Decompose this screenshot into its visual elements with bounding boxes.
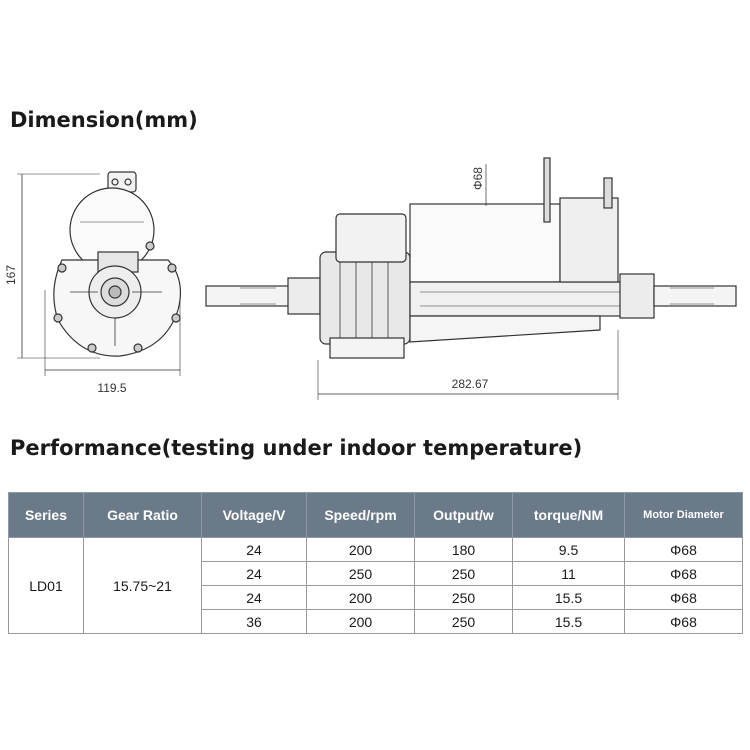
table-row: 24 250 250 11 Φ68 (9, 561, 743, 586)
performance-table: Series Gear Ratio Voltage/V Speed/rpm Ou… (8, 492, 743, 634)
front-view (205, 157, 737, 400)
header-gear-ratio: Gear Ratio (83, 492, 202, 538)
table-row: LD01 15.75~21 24 200 180 9.5 Φ68 (8, 537, 743, 634)
diameter-cell: Φ68 (624, 561, 743, 586)
header-torque: torque/NM (512, 492, 625, 538)
table-row: 24 200 250 15.5 Φ68 (9, 585, 743, 610)
header-series: Series (8, 492, 84, 538)
series-cell: LD01 (8, 537, 84, 634)
gear-ratio-cell: 15.75~21 (83, 537, 202, 634)
output-cell: 250 (414, 561, 513, 586)
header-output: Output/w (414, 492, 513, 538)
end-view (17, 171, 181, 376)
torque-cell: 11 (512, 561, 625, 586)
torque-cell: 9.5 (512, 537, 625, 562)
header-voltage: Voltage/V (201, 492, 307, 538)
voltage-cell: 36 (201, 609, 307, 634)
diameter-cell: Φ68 (624, 537, 743, 562)
dimension-drawing: 167 119.5 (4, 157, 737, 400)
torque-cell: 15.5 (512, 585, 625, 610)
speed-cell: 250 (306, 561, 415, 586)
voltage-cell: 24 (201, 561, 307, 586)
output-cell: 250 (414, 609, 513, 634)
diameter-cell: Φ68 (624, 585, 743, 610)
table-row: 36 200 250 15.5 Φ68 (9, 609, 743, 634)
header-speed: Speed/rpm (306, 492, 415, 538)
width-dimension-label: 119.5 (97, 381, 126, 395)
voltage-cell: 24 (201, 537, 307, 562)
length-dimension-label: 282.67 (452, 377, 489, 391)
header-motor-diameter: Motor Diameter (624, 492, 743, 538)
output-cell: 180 (414, 537, 513, 562)
diameter-cell: Φ68 (624, 609, 743, 634)
speed-cell: 200 (306, 585, 415, 610)
speed-cell: 200 (306, 537, 415, 562)
performance-heading: Performance(testing under indoor tempera… (10, 436, 583, 460)
voltage-cell: 24 (201, 585, 307, 610)
dimension-heading: Dimension(mm) (10, 108, 198, 132)
table-header-row: Series Gear Ratio Voltage/V Speed/rpm Ou… (8, 492, 743, 538)
output-cell: 250 (414, 585, 513, 610)
torque-cell: 15.5 (512, 609, 625, 634)
diameter-label: Φ68 (471, 167, 485, 190)
height-dimension-label: 167 (4, 265, 18, 285)
speed-cell: 200 (306, 609, 415, 634)
